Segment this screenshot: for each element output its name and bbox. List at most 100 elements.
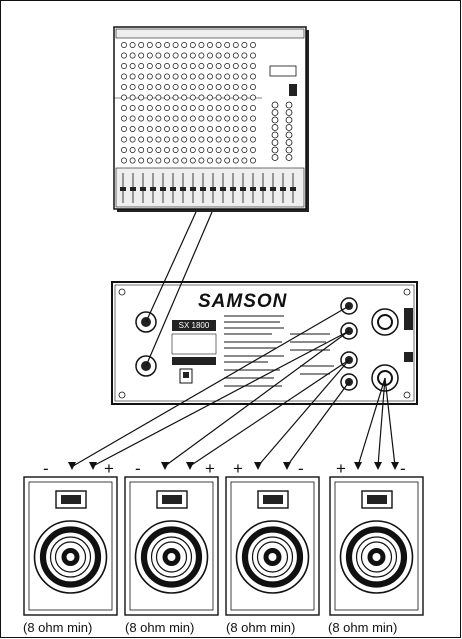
mixer-knob — [198, 94, 205, 101]
speaker-cabinet-4 — [329, 476, 424, 616]
amp-spec-block — [171, 333, 217, 355]
mixer-knob — [224, 136, 231, 143]
mixer-knob — [129, 136, 136, 143]
amp-screw — [403, 288, 411, 296]
mixer-knob — [215, 94, 222, 101]
mixer-knob — [198, 73, 205, 80]
mixer-knob — [164, 42, 170, 48]
mixing-console — [113, 26, 309, 212]
mixer-knob — [215, 63, 222, 69]
master-knob — [285, 154, 293, 161]
mixer-knob — [172, 73, 179, 80]
mixer-knob — [189, 52, 196, 59]
mixer-knob — [224, 115, 231, 122]
tweeter-throat — [61, 495, 81, 504]
mixer-knob — [241, 136, 248, 143]
mixer-knob — [181, 42, 188, 48]
mixer-knob — [198, 84, 205, 90]
mixer-knob — [172, 136, 179, 143]
mixer-knob — [232, 84, 239, 90]
channel-faders — [120, 173, 296, 203]
mixer-knob — [189, 136, 196, 143]
amp-mode-label — [172, 357, 216, 365]
mixer-knob — [189, 84, 196, 90]
mixer-knob — [146, 63, 153, 69]
mixer-knob — [129, 94, 136, 101]
mixer-knob — [215, 105, 222, 111]
mixer-knob — [138, 84, 145, 90]
wires — [72, 211, 396, 467]
mixer-knob — [155, 84, 162, 90]
fader-cap — [160, 187, 166, 191]
master-knob — [271, 109, 279, 116]
fader-cap — [210, 187, 216, 191]
speaker-2-impedance: (8 ohm min) — [125, 620, 195, 635]
mixer-knob — [241, 63, 248, 69]
mixer-knob — [181, 115, 188, 122]
fader-cap — [200, 187, 206, 191]
mixer-knob — [224, 63, 231, 69]
mixer-knob — [232, 115, 239, 122]
master-knob — [285, 116, 293, 124]
fader-cap — [170, 187, 176, 191]
mixer-knob — [138, 63, 145, 69]
fader-cap — [190, 187, 196, 191]
mixer-knob — [138, 126, 145, 132]
amp-brand-logo: SAMSON — [198, 291, 288, 312]
mixer-knob — [232, 147, 239, 153]
fader-cap — [290, 187, 296, 191]
mixer-knob — [146, 94, 153, 101]
mixer-knob — [232, 136, 239, 143]
mixer-knob — [172, 126, 179, 132]
mixer-knob — [241, 84, 248, 90]
mixer-knob — [129, 126, 136, 132]
mixer-knob — [138, 52, 145, 59]
mixer-knob — [129, 157, 136, 164]
mixer-knob — [164, 115, 170, 122]
amp-screw — [403, 391, 411, 399]
mixer-knob — [215, 84, 222, 90]
mixer-knob — [121, 115, 127, 122]
mixer-knob — [138, 115, 145, 122]
mixer-knob — [250, 42, 256, 48]
mixer-knob — [250, 157, 256, 164]
master-knob — [285, 139, 293, 146]
mixer-knob — [129, 73, 136, 80]
mixer-knob — [155, 42, 162, 48]
mixer-knob — [121, 73, 127, 80]
mixer-knob — [232, 42, 239, 48]
mixer-knob — [146, 115, 153, 122]
mixer-knob — [198, 115, 205, 122]
mixer-knob — [181, 94, 188, 101]
mixer-knob — [155, 157, 162, 164]
master-knob — [271, 139, 279, 146]
mixer-knob — [224, 126, 231, 132]
mixer-knob — [250, 147, 256, 153]
speaker-1-terminal-right: + — [104, 459, 114, 478]
mixer-knob — [189, 63, 196, 69]
fader-cap — [230, 187, 236, 191]
mixer-knob — [164, 126, 170, 132]
mixer-knob — [241, 94, 248, 101]
mixer-knob — [198, 126, 205, 132]
mixer-knob — [172, 63, 179, 69]
fader-cap — [280, 187, 286, 191]
mixer-knob — [207, 157, 213, 164]
mixer-knob — [164, 63, 170, 69]
mixer-knob — [146, 73, 153, 80]
mixer-knob — [138, 147, 145, 153]
mixer-knob — [224, 105, 231, 111]
fader-cap — [150, 187, 156, 191]
mixer-knob — [250, 136, 256, 143]
mixer-knob — [146, 105, 153, 111]
amp-screw — [118, 391, 126, 399]
mixer-knob — [250, 84, 256, 90]
mixer-knob — [164, 147, 170, 153]
mixer-knob — [250, 52, 256, 59]
wire-arrowheads — [68, 462, 399, 470]
mixer-knob — [172, 147, 179, 153]
mixer-knob — [189, 157, 196, 164]
mixer-knob — [189, 73, 196, 80]
mixer-knob — [164, 73, 170, 80]
